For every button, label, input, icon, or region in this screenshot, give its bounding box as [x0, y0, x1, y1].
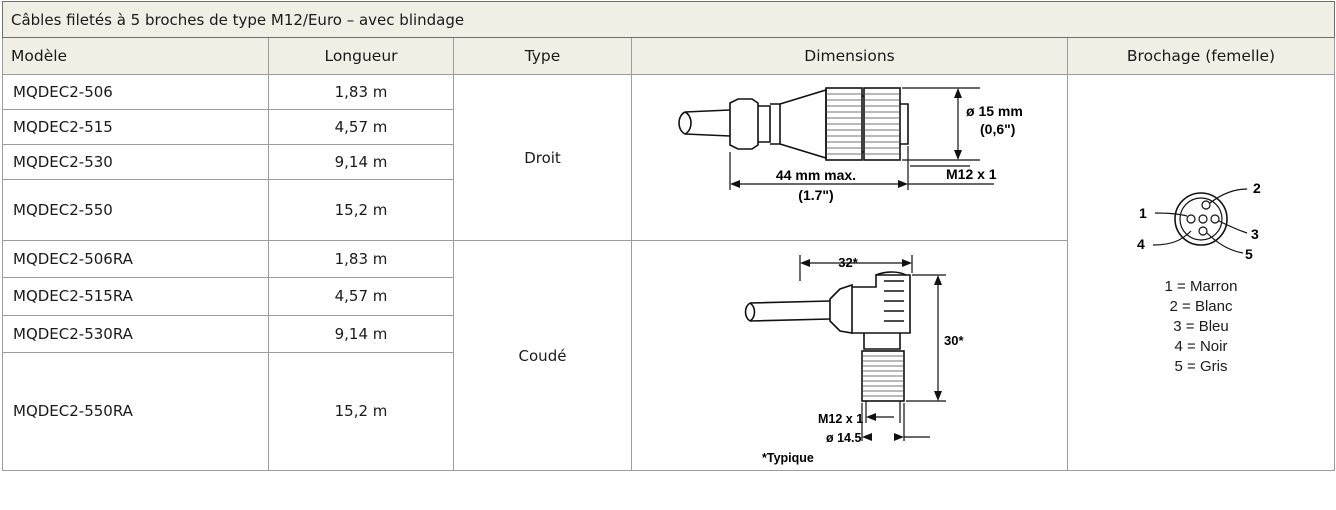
straight-connector-drawing: ø 15 mm (0,6") 44 mm max. (1.7") M12 x 1	[677, 86, 1023, 203]
angled-note-label: *Typique	[762, 451, 814, 465]
model-cell: MQDEC2-515RA	[2, 277, 269, 316]
header-model: Modèle	[2, 37, 269, 75]
header-pinout: Brochage (femelle)	[1066, 37, 1336, 75]
length-cell: 15,2 m	[268, 351, 454, 472]
model-cell: MQDEC2-506	[2, 74, 269, 110]
length-cell: 9,14 m	[268, 314, 454, 353]
pin-legend-1: 1 = Marron	[1164, 277, 1238, 295]
angled-connector-drawing: 32* 30* M12 x 1 ø 14.5 *Typique	[744, 255, 964, 465]
pin-label-1: 1	[1139, 205, 1147, 221]
pin-legend-3: 3 = Bleu	[1173, 317, 1229, 335]
pinout-cell: 1 2 3 4 5 1 = Marron 2 = Blanc 3 = Bleu …	[1066, 74, 1336, 471]
angled-width-label: 32*	[838, 255, 858, 270]
model-cell: MQDEC2-530RA	[2, 314, 269, 353]
type-cell-straight: Droit	[453, 74, 632, 241]
table-row: MQDEC2-506 1,83 m Droit	[2, 74, 1336, 471]
pin-label-3: 3	[1251, 226, 1259, 242]
header-type: Type	[453, 37, 632, 75]
angled-diameter-label: ø 14.5	[826, 431, 861, 445]
straight-thread-label: M12 x 1	[946, 166, 997, 182]
length-cell: 1,83 m	[268, 74, 454, 110]
header-row: Modèle Longueur Type Dimensions Brochage…	[2, 37, 1336, 75]
angled-height-label: 30*	[944, 333, 964, 348]
pin-legend-2: 2 = Blanc	[1169, 297, 1233, 315]
angled-dimension-drawing: 32* 30* M12 x 1 ø 14.5 *Typique	[631, 240, 1068, 471]
straight-diameter-label: ø 15 mm	[966, 103, 1023, 119]
straight-length-inch-label: (1.7")	[798, 187, 833, 203]
length-cell: 15,2 m	[268, 179, 454, 241]
straight-dimension-drawing: ø 15 mm (0,6") 44 mm max. (1.7") M12 x 1	[631, 74, 1068, 241]
header-length: Longueur	[268, 37, 454, 75]
table-title: Câbles filetés à 5 broches de type M12/E…	[1, 1, 1336, 38]
table-row: MQDEC2-506RA 1,83 m Coudé	[2, 239, 1335, 471]
straight-length-label: 44 mm max.	[775, 167, 855, 183]
model-cell: MQDEC2-550RA	[2, 351, 269, 472]
table-row: MQDEC2-550 15,2 m	[2, 179, 1335, 241]
table-row: MQDEC2-550RA 15,2 m	[2, 351, 1335, 472]
length-cell: 9,14 m	[268, 144, 454, 180]
angled-thread-label: M12 x 1	[818, 412, 863, 426]
pin-legend-5: 5 = Gris	[1174, 357, 1228, 375]
cable-spec-table: Câbles filetés à 5 broches de type M12/E…	[1, 1, 1336, 472]
model-cell: MQDEC2-550	[2, 179, 269, 241]
pin-legend-4: 4 = Noir	[1174, 337, 1228, 355]
table-row: MQDEC2-530RA 9,14 m	[2, 314, 1335, 353]
length-cell: 1,83 m	[268, 239, 454, 279]
pin-label-5: 5	[1245, 246, 1253, 262]
model-cell: MQDEC2-506RA	[2, 239, 269, 279]
length-cell: 4,57 m	[268, 277, 454, 316]
model-cell: MQDEC2-530	[2, 144, 269, 180]
pin-label-4: 4	[1137, 236, 1145, 252]
table-row: MQDEC2-515RA 4,57 m	[2, 277, 1335, 316]
header-dimensions: Dimensions	[631, 37, 1068, 75]
straight-diameter-inch-label: (0,6")	[980, 121, 1015, 137]
length-cell: 4,57 m	[268, 109, 454, 145]
pinout-legend: 1 = Marron 2 = Blanc 3 = Bleu 4 = Noir 5…	[1068, 277, 1334, 377]
pin-label-2: 2	[1253, 180, 1261, 196]
pinout-diagram: 1 2 3 4 5	[1137, 180, 1261, 262]
type-cell-angled: Coudé	[453, 240, 632, 471]
model-cell: MQDEC2-515	[2, 109, 269, 145]
